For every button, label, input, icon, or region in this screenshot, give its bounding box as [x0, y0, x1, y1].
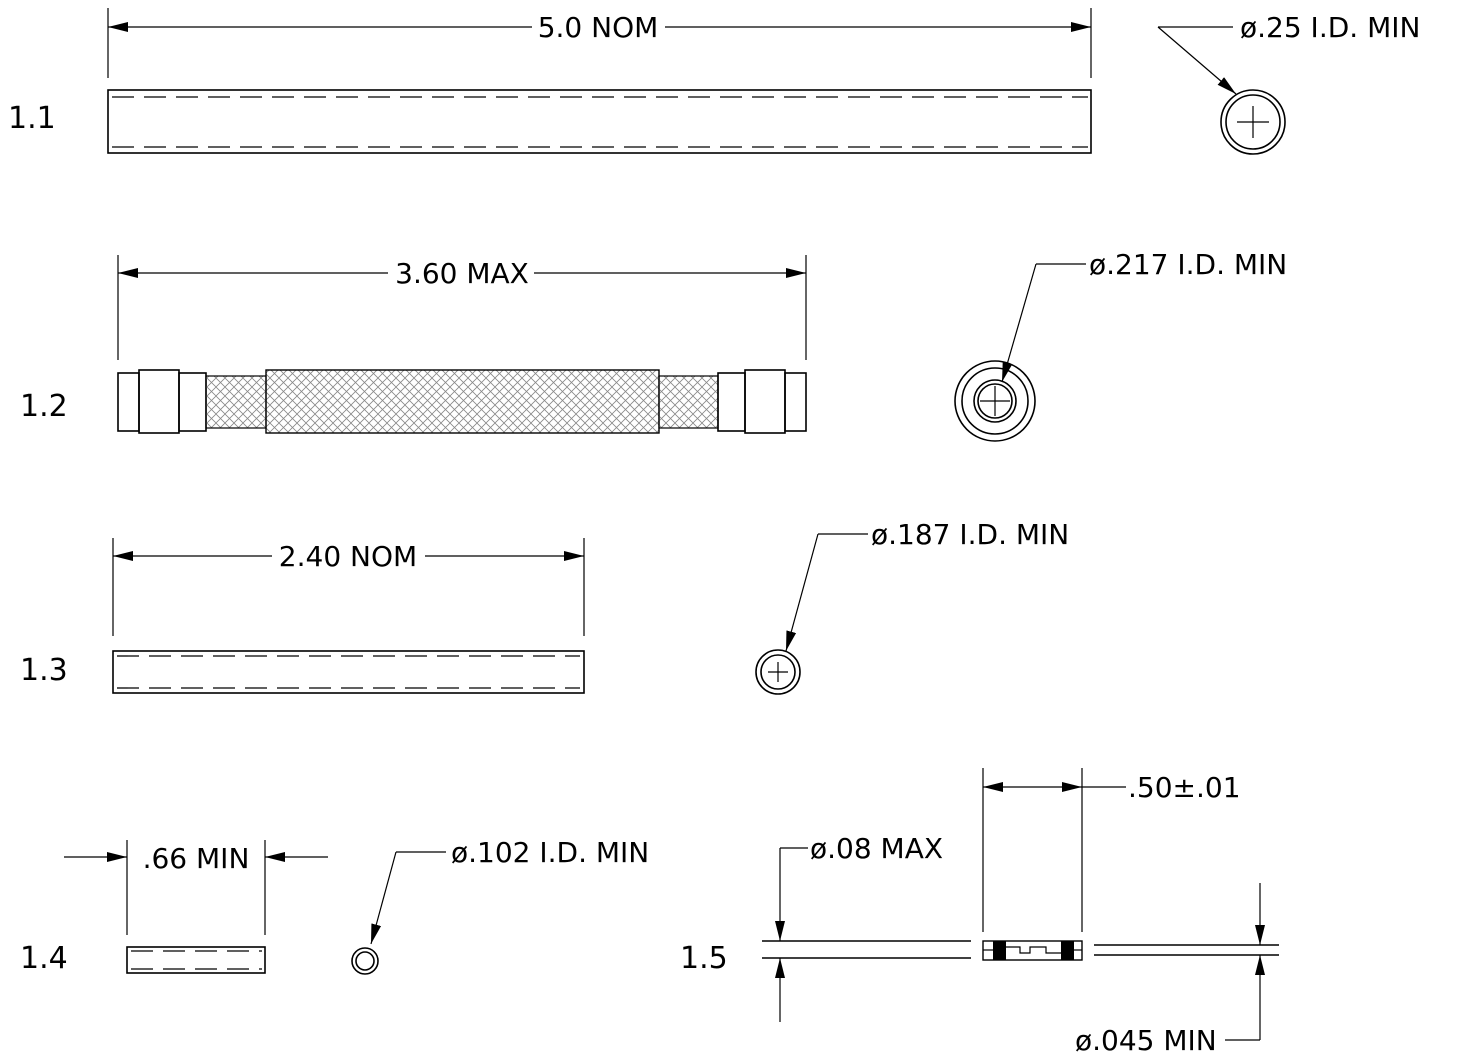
row-label-1-1: 1.1: [8, 101, 56, 136]
length-dimension-1-2: 3.60 MAX: [395, 257, 529, 290]
end-view-inner: [760, 654, 796, 690]
left-fitting-collar: [178, 372, 207, 432]
part-1-4: 1.4 .66 MIN ø.102 I.D. MIN: [20, 836, 649, 976]
part-1-1: 1.1 5.0 NOM ø.25 I.D. MIN: [8, 8, 1420, 155]
diameter-dimension-1-3: ø.187 I.D. MIN: [871, 518, 1069, 551]
length-dimension-1-4: .66 MIN: [143, 842, 250, 875]
end-view-outer: [351, 947, 379, 975]
leader-line: [785, 533, 819, 652]
row-label-1-4: 1.4: [20, 941, 68, 976]
outer-diameter-1-5: ø.08 MAX: [810, 832, 943, 865]
tube-body: [112, 650, 585, 694]
right-fitting-end: [784, 372, 807, 432]
row-label-1-3: 1.3: [20, 653, 68, 688]
length-dimension-1-5: .50±.01: [1128, 771, 1241, 804]
splice-sleeve: [982, 940, 1083, 961]
row-label-1-2: 1.2: [20, 389, 68, 424]
left-fitting-end: [117, 372, 140, 432]
braided-hose-section: [205, 375, 267, 429]
right-fitting-collar: [717, 372, 746, 432]
end-view-inner: [355, 951, 375, 971]
inner-diameter-1-5: ø.045 MIN: [1075, 1024, 1217, 1053]
part-1-2: 1.2 3.60 MAX ø.217 I.D. MIN: [20, 248, 1287, 442]
diameter-dimension-1-4: ø.102 I.D. MIN: [451, 836, 649, 869]
length-dimension-1-1: 5.0 NOM: [538, 11, 659, 44]
end-view-middle: [961, 367, 1029, 435]
end-view-outer: [755, 649, 801, 695]
braided-hose-section: [658, 375, 719, 429]
end-view-bore: [977, 383, 1013, 419]
end-view-inner: [973, 379, 1017, 423]
end-view-outer: [1220, 89, 1286, 155]
end-view-inner: [1225, 94, 1281, 150]
braided-sleeve: [265, 369, 660, 434]
leader-line: [1001, 263, 1037, 383]
diameter-dimension-1-1: ø.25 I.D. MIN: [1240, 11, 1420, 44]
diameter-dimension-1-2: ø.217 I.D. MIN: [1089, 248, 1287, 281]
leader-line: [370, 851, 397, 945]
leader-line: [1157, 26, 1237, 95]
end-view-outer: [954, 360, 1036, 442]
right-fitting-nut: [744, 369, 786, 434]
left-fitting-nut: [138, 369, 180, 434]
part-1-5: 1.5 .50±.01 ø.08 MAX ø.045 MIN: [680, 768, 1279, 1053]
part-1-3: 1.3 2.40 NOM ø.187 I.D. MIN: [20, 518, 1069, 695]
length-dimension-1-3: 2.40 NOM: [279, 540, 417, 573]
row-label-1-5: 1.5: [680, 941, 728, 976]
tube-body: [126, 946, 266, 974]
tube-body: [107, 89, 1092, 154]
